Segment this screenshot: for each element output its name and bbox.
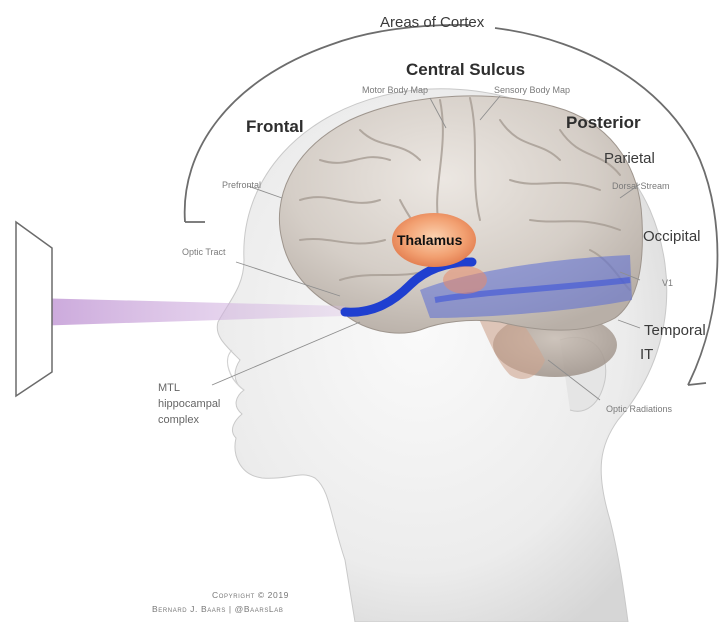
label-sensory-body-map: Sensory Body Map [494,85,570,95]
label-parietal: Parietal [604,150,655,167]
label-prefrontal: Prefrontal [222,180,261,190]
label-motor-body-map: Motor Body Map [362,85,428,95]
label-central-sulcus: Central Sulcus [406,60,525,80]
label-v1: V1 [662,278,673,288]
label-optic-radiations: Optic Radiations [606,404,672,414]
label-mtl-line1: MTL [158,380,220,396]
label-optic-tract: Optic Tract [182,247,226,257]
stimulus-screen [16,222,52,396]
label-areas-of-cortex: Areas of Cortex [380,14,484,31]
label-mtl-line2: hippocampal [158,396,220,412]
label-temporal: Temporal [644,322,706,339]
label-mtl-line3: complex [158,412,220,428]
label-thalamus: Thalamus [397,232,462,248]
label-occipital: Occipital [643,228,701,245]
label-dorsal-stream: Dorsal Stream [612,181,670,191]
copyright-line2: Bernard J. Baars | @BaarsLab [152,604,283,614]
thalamus-glow [443,266,487,294]
label-mtl: MTL hippocampal complex [158,380,220,428]
label-it: IT [640,346,653,363]
label-frontal: Frontal [246,117,304,137]
label-posterior: Posterior [566,113,641,133]
copyright-line1: Copyright © 2019 [212,590,289,600]
